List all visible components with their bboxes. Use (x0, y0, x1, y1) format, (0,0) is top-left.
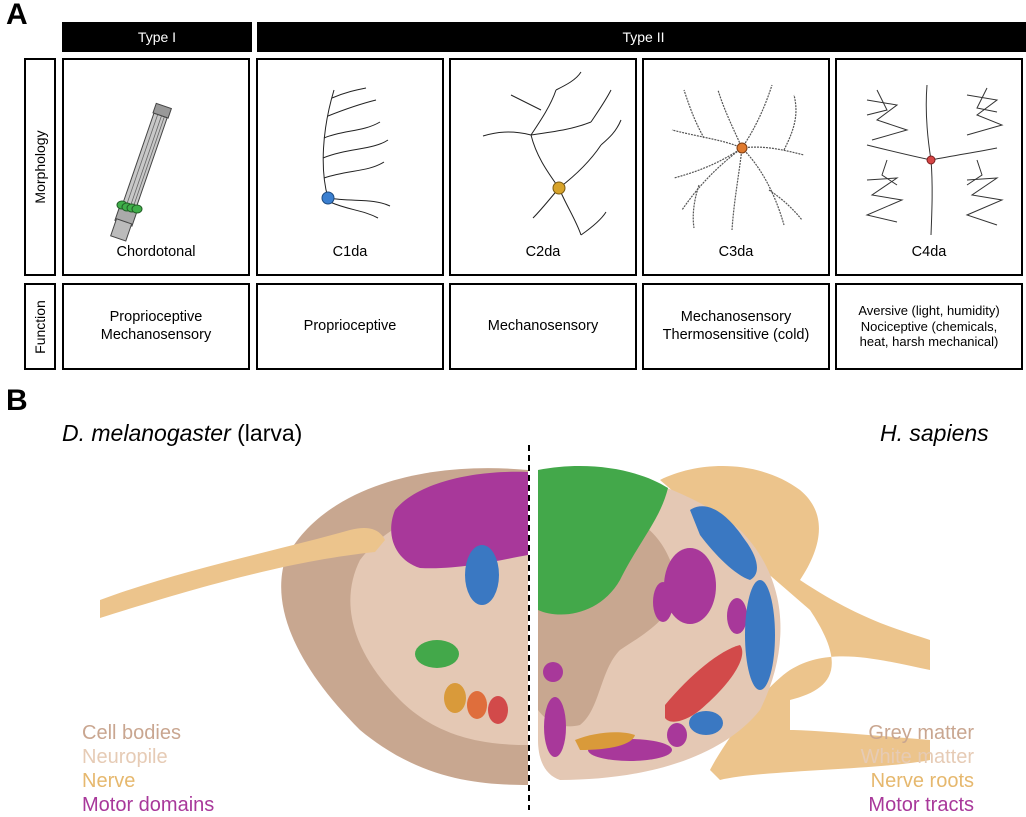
drosophila-motor-domain (391, 471, 528, 569)
neuron-name-c3da: C3da (718, 244, 754, 260)
morphology-cell-c1da: C1da (256, 58, 444, 276)
human-motor-tract-2 (653, 582, 673, 622)
function-cell-chordotonal: Proprioceptive Mechanosensory (62, 283, 250, 370)
right-species-name: H. sapiens (880, 420, 989, 446)
drosophila-blue-region (465, 545, 499, 605)
human-motor-tract-6 (667, 723, 687, 747)
legend-right-motor-tracts: Motor tracts (868, 794, 974, 816)
human-motor-tract-3 (727, 598, 747, 634)
neuron-name-c1da: C1da (332, 244, 368, 260)
c4da-neuron-drawing (865, 84, 1004, 236)
drosophila-cross-section (100, 468, 528, 785)
morphology-row-label: Morphology (24, 58, 56, 276)
drosophila-red-region (488, 696, 508, 724)
chordotonal-neuron-drawing (110, 102, 173, 242)
neuron-name-c4da: C4da (911, 244, 947, 260)
morphology-cell-c2da: C2da (449, 58, 637, 276)
function-cell-c3da: Mechanosensory Thermosensitive (cold) (642, 283, 830, 370)
human-blue-tract-3 (689, 711, 723, 735)
human-orange-region (575, 732, 635, 750)
human-green-tract (538, 466, 668, 615)
drosophila-green-region (415, 640, 459, 668)
legend-left-neuropile: Neuropile (82, 746, 168, 768)
function-cell-c1da: Proprioceptive (256, 283, 444, 370)
legend-left-motor-domains: Motor domains (82, 794, 215, 816)
c3da-neuron-drawing (671, 84, 805, 231)
type-i-header: Type I (62, 22, 252, 52)
function-row-label: Function (24, 283, 56, 370)
left-species-name: D. melanogaster (62, 420, 231, 446)
drosophila-orange-red-region (467, 691, 487, 719)
neuron-name-chordotonal: Chordotonal (116, 244, 196, 260)
legend-left-cell-bodies: Cell bodies (82, 722, 181, 744)
drosophila-orange-region (444, 683, 466, 713)
morphology-cell-chordotonal: Chordotonal (62, 58, 250, 276)
human-motor-tract-7 (543, 662, 563, 682)
neuron-name-c2da: C2da (525, 244, 561, 260)
right-species-title: H. sapiens (880, 420, 989, 447)
drosophila-nerve (100, 528, 385, 618)
human-blue-tract-2 (745, 580, 775, 690)
legend-right-white-matter: White matter (860, 746, 974, 768)
human-motor-tract-1 (664, 548, 716, 624)
panel-b-label: B (6, 384, 28, 417)
c2da-neuron-drawing (482, 71, 622, 236)
human-motor-tract-4 (544, 697, 566, 757)
spinal-cord-comparison-diagram (100, 445, 930, 810)
left-species-suffix: (larva) (230, 420, 303, 446)
morphology-cell-c4da: C4da (835, 58, 1023, 276)
morphology-cell-c3da: C3da (642, 58, 830, 276)
human-blue-tract-1 (690, 506, 757, 580)
legend-right-grey-matter: Grey matter (868, 722, 974, 744)
function-cell-c2da: Mechanosensory (449, 283, 637, 370)
legend-left-nerve: Nerve (82, 770, 136, 792)
type-ii-header: Type II (257, 22, 1026, 52)
human-cross-section (538, 466, 930, 780)
c1da-neuron-drawing (321, 87, 391, 219)
panel-a-label: A (6, 0, 28, 31)
function-cell-c4da: Aversive (light, humidity) Nociceptive (… (835, 283, 1023, 370)
human-red-tract (665, 645, 743, 722)
legend-right-nerve-roots: Nerve roots (870, 770, 974, 792)
left-species-title: D. melanogaster (larva) (62, 420, 302, 447)
